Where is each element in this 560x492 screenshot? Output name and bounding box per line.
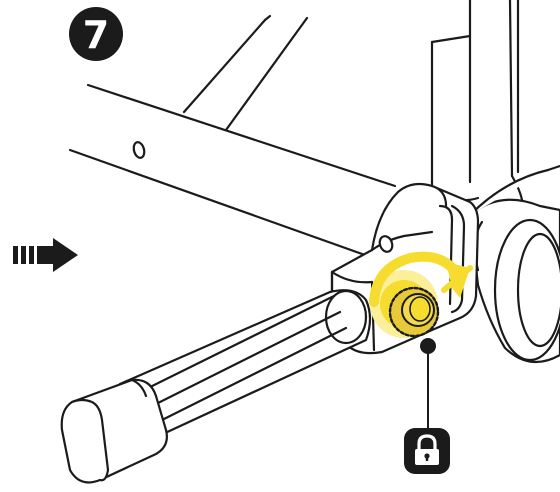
transport-wheel	[468, 164, 560, 364]
lock-callout	[404, 338, 450, 474]
locking-knob	[388, 286, 440, 338]
upright-frame-tube	[430, 0, 524, 202]
step-badge: 7	[69, 7, 123, 61]
direction-arrow-icon	[13, 238, 78, 272]
step-number: 7	[83, 13, 109, 57]
lock-icon	[404, 428, 450, 474]
brace-tubes	[182, 14, 309, 132]
leg-end-cap	[60, 378, 168, 484]
leg-tube	[118, 289, 372, 442]
cross-tube	[68, 83, 397, 257]
clockwise-rotation-arrow-icon	[369, 251, 473, 307]
